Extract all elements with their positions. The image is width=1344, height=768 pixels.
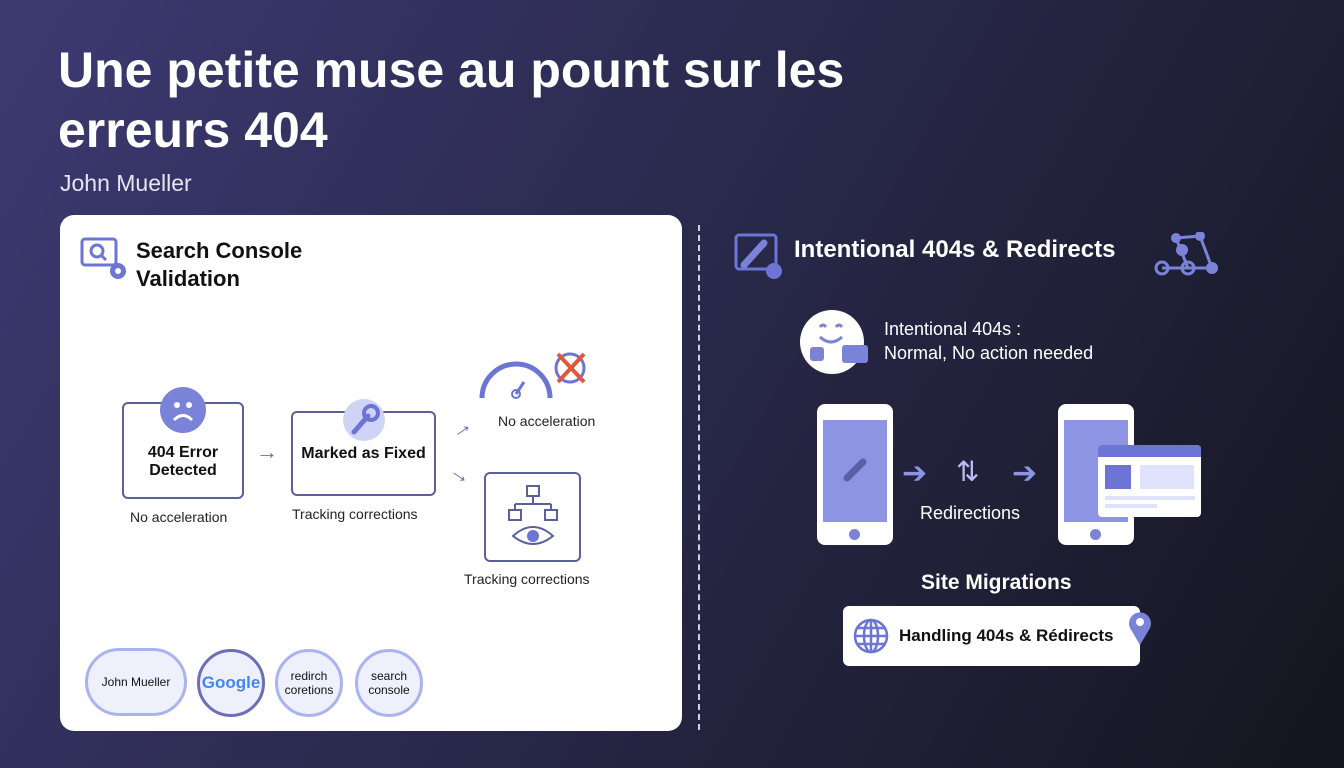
step2-caption: Tracking corrections xyxy=(292,506,418,522)
sad-face-icon xyxy=(160,387,206,433)
badge-search-console: search console xyxy=(355,649,423,717)
step-label: Marked as Fixed xyxy=(301,444,426,462)
speedometer-blocked-icon xyxy=(479,352,586,399)
badge-john-mueller: John Mueller xyxy=(85,648,187,716)
wrench-icon xyxy=(343,399,385,441)
monitor-search-gear-icon xyxy=(80,237,126,279)
smiley-thumbs-up-icon xyxy=(800,310,868,374)
arrow-down-right-icon: → xyxy=(445,457,478,491)
location-pin-icon xyxy=(1129,612,1151,645)
badge-label: search console xyxy=(368,669,410,697)
badge-redirects: redirch coretions xyxy=(275,649,343,717)
branch1-caption: No acceleration xyxy=(498,413,596,429)
swap-arrows-icon: ⇅ xyxy=(956,456,980,487)
page-title: Une petite muse au pount sur les erreurs… xyxy=(58,42,845,158)
arrow-right-icon: → xyxy=(256,439,278,464)
intentional-line2: Normal, No action needed xyxy=(884,343,1094,363)
card-title: Search Console Validation xyxy=(136,238,303,291)
tracking-box xyxy=(484,472,581,562)
arrow-right-icon: ➔ xyxy=(902,457,928,490)
branch2-caption: Tracking corrections xyxy=(464,571,590,587)
handling-pill: Handling 404s & Rédirects xyxy=(843,606,1140,666)
handling-label: Handling 404s & Rédirects xyxy=(899,626,1114,645)
intentional-line1: Intentional 404s : xyxy=(884,319,1022,339)
globe-icon xyxy=(853,618,889,654)
right-title: Intentional 404s & Redirects xyxy=(794,236,1116,263)
step-label: 404 Error Detected xyxy=(147,443,219,479)
arrow-up-right-icon: → xyxy=(444,411,477,445)
badge-google-logo: Google xyxy=(197,649,265,717)
link-gear-icon xyxy=(734,233,782,279)
search-console-card: Search Console Validation 404 Error Dete… xyxy=(60,215,682,731)
badge-label: John Mueller xyxy=(101,675,171,689)
badge-label: redirch coretions xyxy=(284,669,334,697)
link-icon xyxy=(843,458,867,482)
dashed-divider xyxy=(698,225,700,730)
phone-source xyxy=(817,404,893,545)
site-migrations-label: Site Migrations xyxy=(921,571,1072,594)
step1-caption: No acceleration xyxy=(130,509,228,525)
sitemap-eye-icon xyxy=(507,485,558,545)
author: John Mueller xyxy=(60,170,192,196)
browser-window-icon xyxy=(1098,445,1201,517)
badge-label: Google xyxy=(201,673,261,692)
arrow-right-icon: ➔ xyxy=(1012,457,1038,490)
network-nodes-icon xyxy=(1154,232,1218,276)
redirections-label: Redirections xyxy=(920,503,1021,523)
